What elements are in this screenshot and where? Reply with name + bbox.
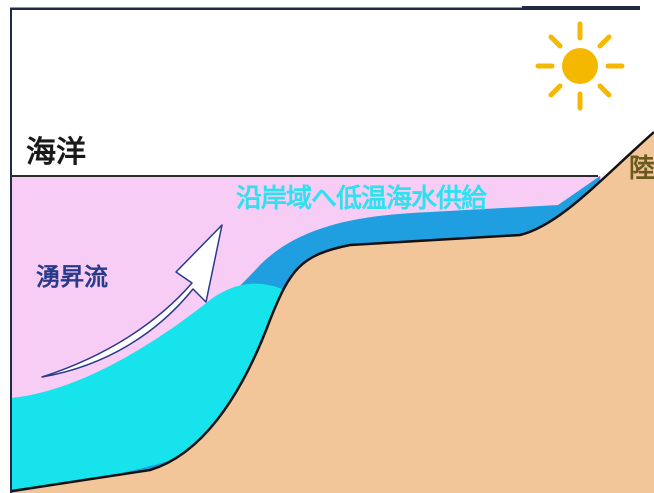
seabed-outline [11,131,654,493]
upwelling-label: 湧昇流 [36,263,108,291]
sky [11,10,654,176]
upwelling-arrow [41,224,223,378]
land [10,132,654,493]
sun-icon [535,21,625,111]
land-label: 陸 [629,154,654,184]
ocean-label: 海洋 [26,135,86,170]
cold-water-supply-label: 沿岸域へ低温海水供給 [236,184,487,214]
